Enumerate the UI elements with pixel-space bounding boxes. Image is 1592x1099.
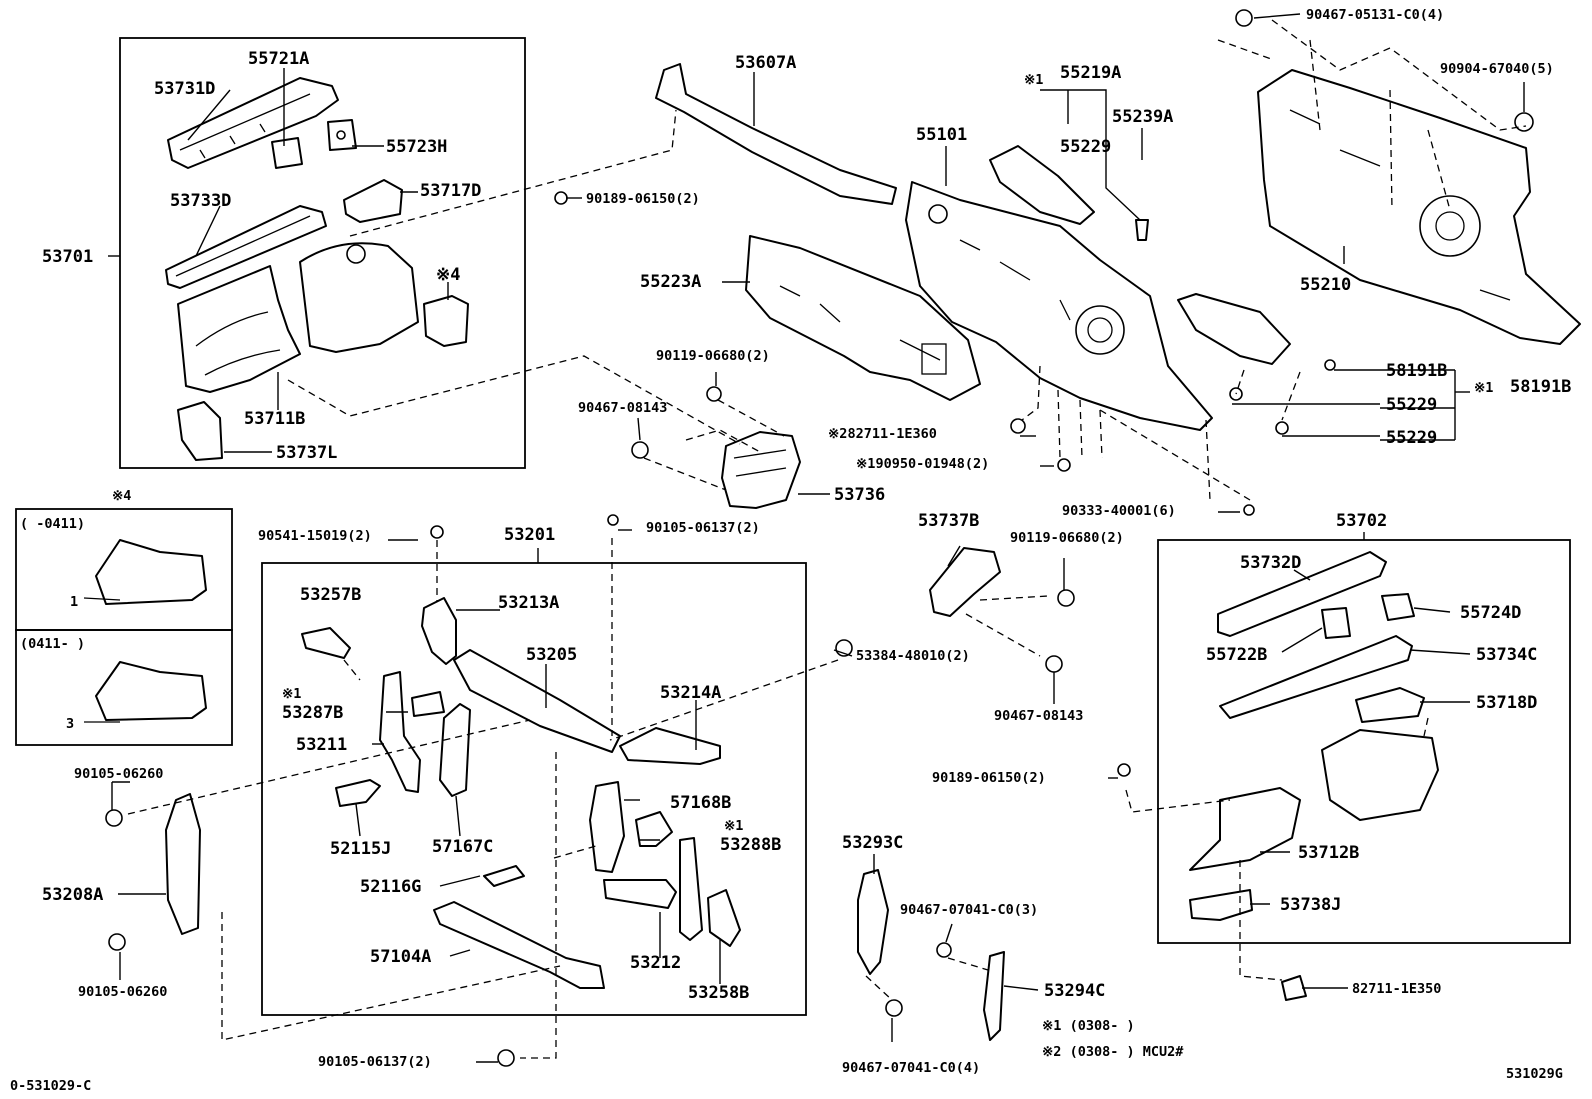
label-53288B: 53288B	[720, 835, 781, 855]
label-55219A: 55219A	[1060, 63, 1121, 83]
label-55229-a: 55229	[1386, 395, 1437, 415]
label-52115J: 52115J	[330, 839, 391, 859]
label-53737B: 53737B	[918, 511, 979, 531]
label-mark4-a: ※4	[436, 265, 460, 285]
label-52116G: 52116G	[360, 877, 421, 897]
label-90105-06137-b: 90105-06137(2)	[318, 1054, 432, 1070]
part-shapes	[83, 9, 1581, 1067]
group-box-53701	[119, 37, 526, 469]
label-90333-40001: 90333-40001(6)	[1062, 503, 1176, 519]
label-53257B: 53257B	[300, 585, 361, 605]
code-left: 0-531029-C	[10, 1078, 91, 1094]
label-53717D: 53717D	[420, 181, 481, 201]
label-inset-top-num: 1	[70, 594, 78, 610]
label-82711-1E360: ※282711-1E360	[828, 426, 937, 442]
label-55721A: 55721A	[248, 49, 309, 69]
inset-box-bottom	[15, 629, 233, 746]
label-53734C: 53734C	[1476, 645, 1537, 665]
group-box-53201	[261, 562, 807, 1016]
label-53201: 53201	[504, 525, 555, 545]
label-90467-05131: 90467-05131-C0(4)	[1306, 7, 1444, 23]
label-inset-top-range: ( -0411)	[20, 516, 85, 532]
label-53294C: 53294C	[1044, 981, 1105, 1001]
label-53737L: 53737L	[276, 443, 337, 463]
label-90105-06137-a: 90105-06137(2)	[646, 520, 760, 536]
label-53736: 53736	[834, 485, 885, 505]
label-53711B: 53711B	[244, 409, 305, 429]
label-53384-48010: 53384-48010(2)	[856, 648, 970, 664]
label-90904-67040: 90904-67040(5)	[1440, 61, 1554, 77]
label-inset-bot-range: (0411- )	[20, 636, 85, 652]
label-53205: 53205	[526, 645, 577, 665]
label-53293C: 53293C	[842, 833, 903, 853]
label-mark1-a: ※1	[1024, 72, 1043, 88]
label-82711-1E350: 82711-1E350	[1352, 981, 1441, 997]
code-right: 531029G	[1506, 1066, 1563, 1082]
label-55223A: 55223A	[640, 272, 701, 292]
label-53712B: 53712B	[1298, 843, 1359, 863]
label-53718D: 53718D	[1476, 693, 1537, 713]
label-mark1-d: ※1	[724, 818, 743, 834]
label-53208A: 53208A	[42, 885, 103, 905]
label-90119-06680-a: 90119-06680(2)	[656, 348, 770, 364]
note-1: ※1 (0308- )	[1042, 1018, 1135, 1034]
label-55722B: 55722B	[1206, 645, 1267, 665]
label-53211: 53211	[296, 735, 347, 755]
label-mark1-b: ※1	[1474, 380, 1493, 396]
label-53732D: 53732D	[1240, 553, 1301, 573]
label-53607A: 53607A	[735, 53, 796, 73]
label-55724D: 55724D	[1460, 603, 1521, 623]
label-90119-06680-b: 90119-06680(2)	[1010, 530, 1124, 546]
label-57104A: 57104A	[370, 947, 431, 967]
label-90467-07041-a: 90467-07041-C0(3)	[900, 902, 1038, 918]
label-90105-06260-a: 90105-06260	[74, 766, 163, 782]
label-53213A: 53213A	[498, 593, 559, 613]
label-90189-06150-b: 90189-06150(2)	[932, 770, 1046, 786]
label-53212: 53212	[630, 953, 681, 973]
label-55101: 55101	[916, 125, 967, 145]
label-53214A: 53214A	[660, 683, 721, 703]
label-53287B: 53287B	[282, 703, 343, 723]
label-90950-01948: ※190950-01948(2)	[856, 456, 989, 472]
label-53733D: 53733D	[170, 191, 231, 211]
label-55239A: 55239A	[1112, 107, 1173, 127]
label-55723H: 55723H	[386, 137, 447, 157]
label-mark1-c: ※1	[282, 686, 301, 702]
label-mark4-b: ※4	[112, 488, 131, 504]
label-55210: 55210	[1300, 275, 1351, 295]
label-90467-08143-b: 90467-08143	[994, 708, 1083, 724]
label-53701: 53701	[42, 247, 93, 267]
label-55229-top: 55229	[1060, 137, 1111, 157]
label-55229-b: 55229	[1386, 428, 1437, 448]
label-53702: 53702	[1336, 511, 1387, 531]
label-58191B-a: 58191B	[1386, 361, 1447, 381]
label-58191B-b: 58191B	[1510, 377, 1571, 397]
label-53258B: 53258B	[688, 983, 749, 1003]
part-labels: 53731D 55721A 55723H 53733D 53717D 53701…	[10, 7, 1571, 1094]
note-2: ※2 (0308- ) MCU2#	[1042, 1044, 1184, 1060]
label-53738J: 53738J	[1280, 895, 1341, 915]
label-90467-08143-a: 90467-08143	[578, 400, 667, 416]
label-90105-06260-b: 90105-06260	[78, 984, 167, 1000]
label-57167C: 57167C	[432, 837, 493, 857]
label-90189-06150-a: 90189-06150(2)	[586, 191, 700, 207]
label-90541-15019: 90541-15019(2)	[258, 528, 372, 544]
leader-lines	[108, 13, 1525, 1063]
label-57168B: 57168B	[670, 793, 731, 813]
label-53731D: 53731D	[154, 79, 215, 99]
label-inset-bot-num: 3	[66, 716, 74, 732]
label-90467-07041-b: 90467-07041-C0(4)	[842, 1060, 980, 1076]
dashed-guide-lines	[127, 19, 1527, 1059]
